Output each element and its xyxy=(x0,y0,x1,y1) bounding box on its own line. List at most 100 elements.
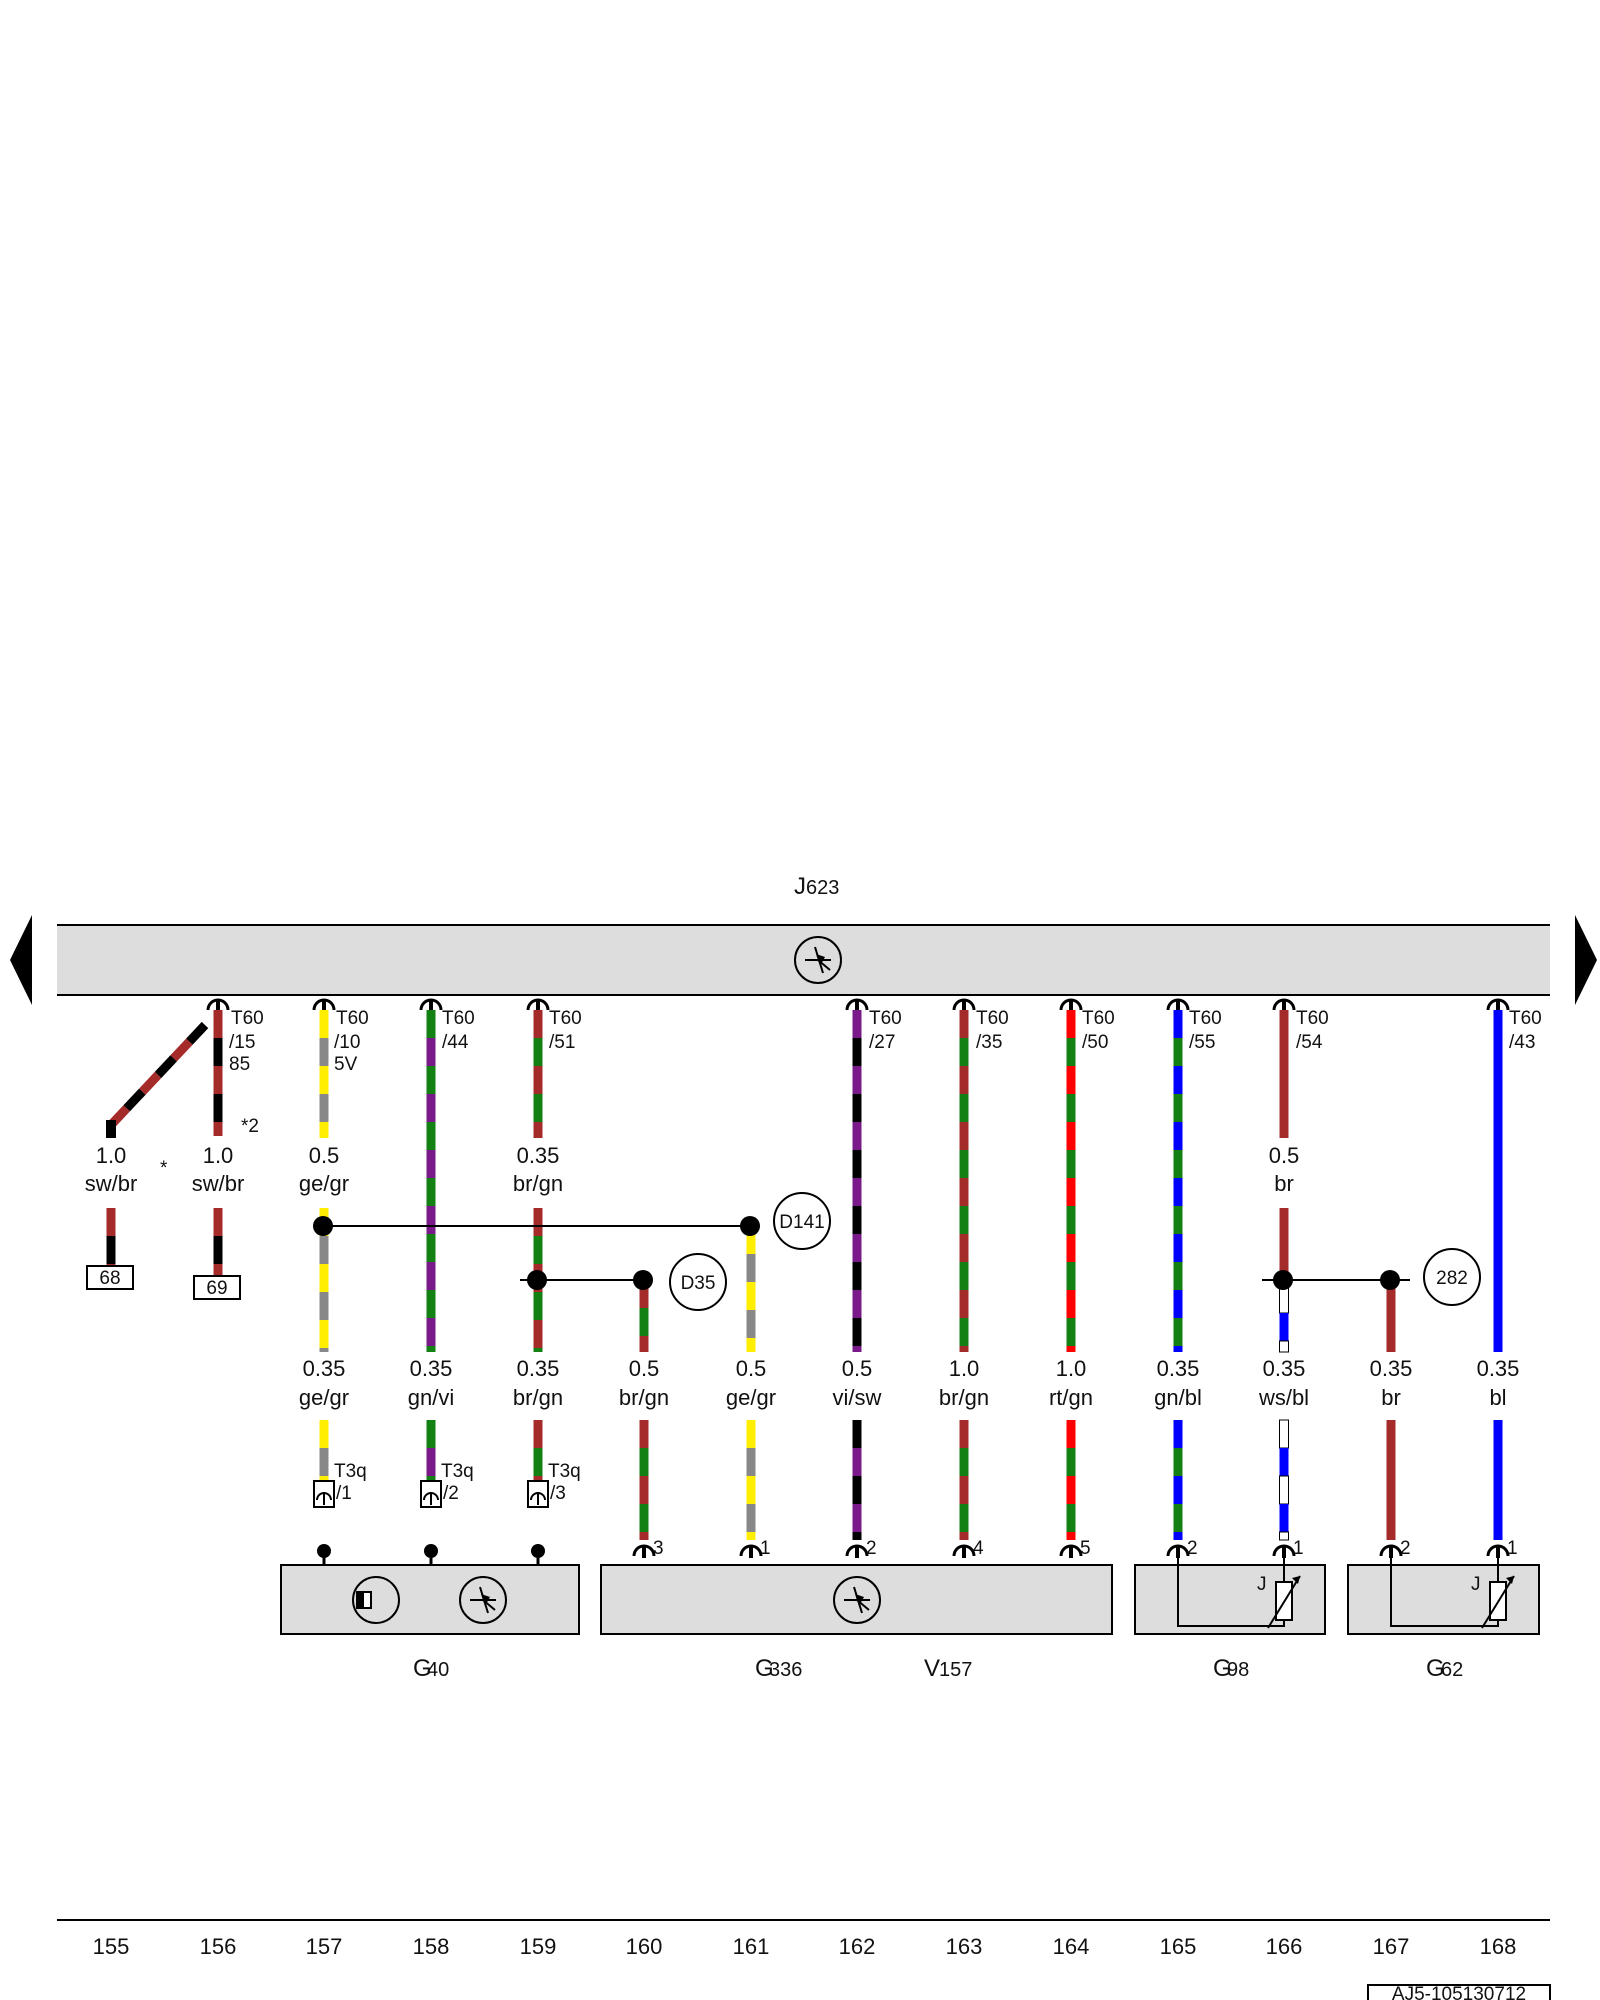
component-letter: V xyxy=(924,1655,940,1682)
wire-segment xyxy=(1493,1420,1503,1540)
wire-color-label: gn/vi xyxy=(408,1385,454,1410)
wire-size-label: 0.35 xyxy=(303,1356,346,1381)
component-number: 336 xyxy=(769,1659,802,1681)
pin-label: 2 xyxy=(1187,1538,1198,1559)
pin-label: /35 xyxy=(976,1032,1002,1053)
pin-connector-icon xyxy=(952,1544,976,1560)
pin-label: /54 xyxy=(1296,1032,1323,1053)
page-right-arrow-icon[interactable] xyxy=(1575,915,1597,1005)
junction-ref-label: D35 xyxy=(681,1273,716,1294)
pin-label: /51 xyxy=(549,1032,575,1053)
column-number: 168 xyxy=(1480,1934,1517,1959)
component-letter: G xyxy=(1426,1655,1445,1682)
column-number: 156 xyxy=(200,1934,237,1959)
wire-segment xyxy=(1173,1010,1183,1352)
splice-point xyxy=(740,1216,760,1236)
wire-segment xyxy=(852,1010,862,1352)
wire-segment xyxy=(1279,1208,1289,1280)
pin-label: 4 xyxy=(973,1538,984,1559)
wire-segment xyxy=(746,1420,756,1540)
wire-size-label: 0.5 xyxy=(309,1143,340,1168)
wire-color-label: rt/gn xyxy=(1049,1385,1093,1410)
wire-color-label: br/gn xyxy=(513,1171,563,1196)
pin-label: /2 xyxy=(443,1483,459,1504)
wire-color-label: br xyxy=(1274,1171,1294,1196)
wire-size-label: 1.0 xyxy=(203,1143,234,1168)
hall-sensor-icon xyxy=(352,1576,400,1624)
column-number: 160 xyxy=(626,1934,663,1959)
wire-segment xyxy=(639,1280,649,1352)
column-number: 161 xyxy=(733,1934,770,1959)
wire-color-label: gn/bl xyxy=(1154,1385,1202,1410)
wire-segment xyxy=(533,1010,543,1138)
column-number: 159 xyxy=(520,1934,557,1959)
wire-size-label: 0.35 xyxy=(410,1356,453,1381)
pin-connector-icon xyxy=(845,1544,869,1560)
connector-label: T60 xyxy=(336,1008,369,1029)
connector-label: T60 xyxy=(1082,1008,1115,1029)
wire-size-label: 1.0 xyxy=(949,1356,980,1381)
wire-size-label: 1.0 xyxy=(96,1143,127,1168)
wire-segment xyxy=(213,1010,223,1136)
column-number: 155 xyxy=(93,1934,130,1959)
page-left-arrow-icon[interactable] xyxy=(10,915,32,1005)
wire-segment xyxy=(1066,1010,1076,1352)
connector-label: T60 xyxy=(1189,1008,1222,1029)
wire-segment xyxy=(533,1420,543,1481)
column-number: 164 xyxy=(1053,1934,1090,1959)
continuation-68[interactable]: 68 xyxy=(86,1265,134,1290)
junction-ref-label: 282 xyxy=(1436,1268,1468,1289)
component-g98[interactable]: J xyxy=(1134,1548,1326,1635)
wire-size-label: 0.35 xyxy=(517,1356,560,1381)
continuation-69[interactable]: 69 xyxy=(193,1275,241,1300)
connector-label: T3q xyxy=(441,1461,474,1482)
connector-label: T3q xyxy=(548,1461,581,1482)
wire-color-label: br/gn xyxy=(939,1385,989,1410)
top-connector-labels: T60 /15 85 *2 * T60 /10 5V T60 /44 T60 /… xyxy=(160,1008,1542,1179)
column-number: 162 xyxy=(839,1934,876,1959)
wire-color-label: bl xyxy=(1489,1385,1506,1410)
junction-ref-label: D141 xyxy=(779,1212,824,1233)
junction-ref-d141[interactable]: D141 xyxy=(773,1192,831,1250)
wire-color-label: ws/bl xyxy=(1258,1385,1309,1410)
wire-segment xyxy=(1386,1280,1396,1352)
pin-label: 2 xyxy=(866,1538,877,1559)
connector-label: T3q xyxy=(334,1461,367,1482)
wire-size-label: 0.35 xyxy=(1157,1356,1200,1381)
footnote-label: *2 xyxy=(241,1116,259,1137)
component-number: 62 xyxy=(1441,1659,1463,1681)
splice-point xyxy=(633,1270,653,1290)
pin-label: /43 xyxy=(1509,1032,1535,1053)
wire-color-label: br/gn xyxy=(619,1385,669,1410)
diagram-code-label: AJ5-105130712 xyxy=(1392,1984,1526,2000)
wire-color-label: br/gn xyxy=(513,1385,563,1410)
wire-segment xyxy=(426,1420,436,1481)
component-number: 40 xyxy=(427,1659,449,1681)
component-g336-v157[interactable] xyxy=(600,1564,1113,1635)
wire-segment xyxy=(1066,1420,1076,1540)
pin-connector-icon xyxy=(632,1544,656,1560)
wire-segment xyxy=(213,1208,223,1276)
bottom-pin-labels: 3 1 2 4 5 2 1 2 1 xyxy=(653,1538,1518,1559)
junction-ref-282[interactable]: 282 xyxy=(1423,1248,1481,1306)
wire-size-label: 0.5 xyxy=(1269,1143,1300,1168)
wire-size-label: 0.35 xyxy=(1370,1356,1413,1381)
junction-ref-d35[interactable]: D35 xyxy=(669,1253,727,1311)
wire-segment xyxy=(959,1010,969,1352)
footnote-label: * xyxy=(160,1158,168,1179)
sensor-letter: J xyxy=(1471,1574,1481,1595)
component-letter: G xyxy=(413,1655,432,1682)
wire-segment xyxy=(426,1010,436,1352)
control-unit-number: 623 xyxy=(806,877,839,899)
column-number: 157 xyxy=(306,1934,343,1959)
connector-label: T60 xyxy=(1296,1008,1329,1029)
component-g40[interactable] xyxy=(280,1551,580,1635)
wire-size-label: 0.5 xyxy=(736,1356,767,1381)
wire-segment xyxy=(106,1208,116,1266)
continuation-label: 68 xyxy=(99,1268,120,1289)
wire-size-label: 0.5 xyxy=(629,1356,660,1381)
t3q-connectors: T3q /1 T3q /2 T3q /3 xyxy=(313,1461,581,1558)
component-g62[interactable]: J xyxy=(1347,1548,1540,1635)
